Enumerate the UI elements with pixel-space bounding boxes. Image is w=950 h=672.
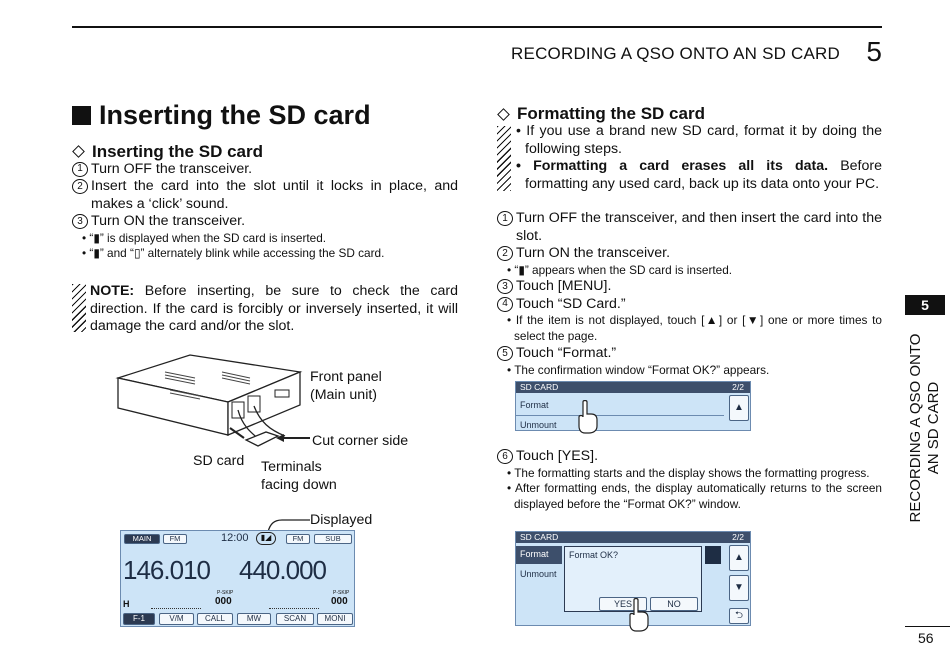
touch-hand-icon	[578, 400, 598, 434]
key-vm[interactable]: V/M	[159, 613, 194, 625]
main-lcd: MAIN FM 12:00 ▮◢ FM SUB 146.010 440.000 …	[120, 530, 355, 627]
sd-card-icon: ▮	[518, 262, 525, 277]
fm-left-indicator: FM	[163, 534, 187, 544]
menu-item-unmount[interactable]: Unmount	[520, 569, 557, 579]
top-rule	[72, 26, 882, 28]
pskip-right: P-SKIP	[333, 590, 350, 596]
scroll-up-button[interactable]: ▲	[729, 395, 749, 421]
label-cut-corner: Cut corner side	[312, 433, 409, 449]
page-number: 56	[918, 630, 934, 646]
key-call[interactable]: CALL	[197, 613, 233, 625]
transceiver-illustration	[115, 354, 303, 441]
menu-item-format[interactable]: Format	[520, 400, 549, 410]
channel-right: 000	[331, 596, 348, 607]
sub-indicator: SUB	[314, 534, 352, 544]
key-moni[interactable]: MONI	[317, 613, 353, 625]
chapter-tab-line-1: RECORDING A QSO ONTO	[907, 333, 924, 523]
sd-card-access-icon: ▯	[133, 246, 141, 260]
screen-page: 2/2	[732, 532, 744, 542]
screen-title: SD CARD	[520, 532, 559, 542]
menu-item-format[interactable]: Format	[516, 546, 562, 564]
menu-item-unmount[interactable]: Unmount	[520, 420, 557, 430]
label-main-unit: (Main unit)	[310, 387, 378, 403]
fm-right-indicator: FM	[286, 534, 310, 544]
format-ok-dialog: Format OK? YES NO	[564, 546, 702, 612]
chapter-number: 5	[866, 36, 882, 67]
chapter-tab-number: 5	[905, 295, 945, 315]
subsection-title: Inserting the SD card	[72, 143, 458, 161]
scroll-indicator	[705, 546, 721, 564]
section-title: Inserting the SD card	[72, 100, 371, 131]
scroll-up-button[interactable]: ▲	[729, 545, 749, 571]
format-subsection-title-text: Formatting the SD card	[517, 104, 705, 123]
power-indicator: H	[123, 599, 130, 609]
touch-hand-icon	[629, 598, 649, 632]
no-button[interactable]: NO	[650, 597, 698, 611]
format-confirm-screen: SD CARD 2/2 Format Unmount Format OK? YE…	[515, 531, 751, 626]
label-front-panel: Front panel	[310, 369, 382, 385]
key-f1[interactable]: F-1	[123, 613, 155, 625]
dialog-prompt: Format OK?	[569, 550, 619, 560]
diamond-icon	[72, 145, 85, 159]
bullet-card-icon: • “▮” is displayed when the SD card is i…	[82, 230, 327, 245]
pskip-left: P-SKIP	[217, 590, 234, 596]
section-title-text: Inserting the SD card	[99, 100, 371, 130]
format-intro: • If you use a brand new SD card, format…	[516, 123, 883, 192]
clock: 12:00	[221, 532, 249, 544]
key-scan[interactable]: SCAN	[276, 613, 314, 625]
chapter-title: RECORDING A QSO ONTO AN SD CARD	[511, 44, 840, 63]
label-displayed: Displayed	[310, 512, 373, 528]
diamond-icon	[497, 107, 510, 121]
label-terminals: Terminals	[261, 459, 322, 475]
sd-card-lcd-icon: ▮◢	[256, 532, 276, 545]
key-mw[interactable]: MW	[237, 613, 271, 625]
frequency-left: 146.010	[123, 555, 211, 585]
note: NOTE: Before inserting, be sure to check…	[90, 283, 458, 334]
format-warning-hatch	[497, 126, 511, 191]
channel-left: 000	[215, 596, 232, 607]
page-rule	[905, 626, 950, 627]
main-indicator: MAIN	[124, 534, 160, 544]
screen-page: 2/2	[732, 382, 744, 392]
format-subsection-title: Formatting the SD card	[497, 104, 705, 124]
displayed-leader-line	[267, 519, 310, 533]
sd-card-menu-screen: SD CARD 2/2 Format Unmount ▲	[515, 381, 751, 431]
scroll-down-button[interactable]: ▼	[729, 575, 749, 601]
note-hatch	[72, 284, 86, 332]
chapter-tab: RECORDING A QSO ONTO AN SD CARD	[900, 328, 950, 528]
chapter-tab-line-2: AN SD CARD	[925, 381, 942, 475]
subsection-title-text: Inserting the SD card	[92, 142, 263, 161]
sd-card-icon: ▮	[93, 246, 100, 260]
bullet-blink: • “▮” and “▯” alternately blink while ac…	[82, 246, 385, 260]
sd-card-icon: ▮	[93, 230, 100, 245]
back-button[interactable]: ⮌	[729, 608, 749, 624]
sd-card-drawing	[229, 427, 310, 447]
label-facing-down: facing down	[261, 477, 337, 493]
screen-title: SD CARD	[520, 382, 559, 392]
frequency-right: 440.000	[239, 555, 327, 585]
label-sd-card: SD card	[193, 453, 245, 469]
square-bullet-icon	[72, 106, 91, 125]
